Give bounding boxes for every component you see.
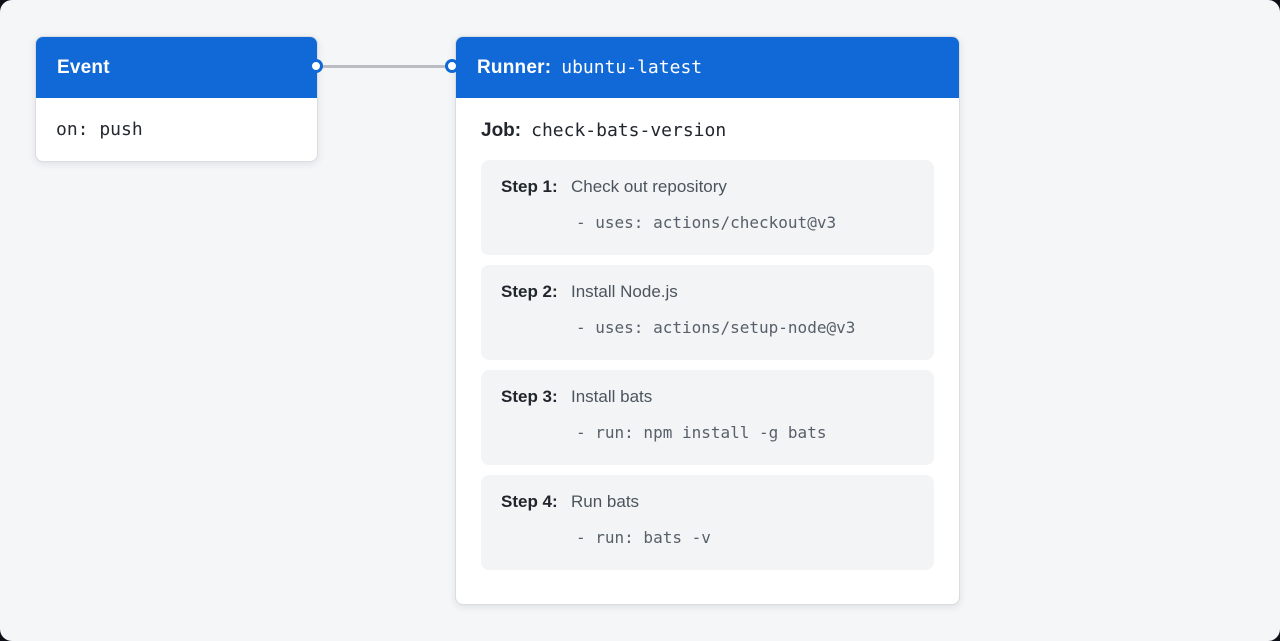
step-4-title: Run bats	[571, 492, 640, 511]
event-card: Event on: push	[35, 36, 318, 162]
job-line: Job: check-bats-version	[456, 98, 959, 142]
step-1-title: Check out repository	[571, 177, 727, 196]
connector-line	[316, 65, 452, 68]
step-4-label: Step 4:	[501, 492, 558, 511]
step-box-3: Step 3: Install bats - run: npm install …	[481, 370, 934, 465]
step-box-4: Step 4: Run bats - run: bats -v	[481, 475, 934, 570]
job-value: check-bats-version	[531, 120, 727, 141]
runner-card: Runner: ubuntu-latest Job: check-bats-ve…	[455, 36, 960, 605]
connector-endpoint-right	[445, 59, 459, 73]
event-trigger-code: on: push	[56, 119, 143, 140]
runner-value: ubuntu-latest	[561, 57, 703, 78]
step-3-code: - run: npm install -g bats	[576, 423, 827, 442]
step-3-title: Install bats	[571, 387, 653, 406]
runner-card-header: Runner: ubuntu-latest	[456, 37, 959, 98]
step-1-code: - uses: actions/checkout@v3	[576, 213, 837, 232]
step-2-label: Step 2:	[501, 282, 558, 301]
event-card-header: Event	[36, 37, 317, 98]
connector-endpoint-left	[309, 59, 323, 73]
step-4-code: - run: bats -v	[576, 528, 711, 547]
runner-label: Runner:	[477, 56, 552, 78]
step-box-2: Step 2: Install Node.js - uses: actions/…	[481, 265, 934, 360]
step-3-label: Step 3:	[501, 387, 558, 406]
step-2-title: Install Node.js	[571, 282, 678, 301]
step-2-code: - uses: actions/setup-node@v3	[576, 318, 856, 337]
step-box-1: Step 1: Check out repository - uses: act…	[481, 160, 934, 255]
event-card-title: Event	[57, 56, 110, 78]
steps-list: Step 1: Check out repository - uses: act…	[481, 160, 934, 570]
step-1-label: Step 1:	[501, 177, 558, 196]
job-label: Job:	[481, 120, 522, 141]
